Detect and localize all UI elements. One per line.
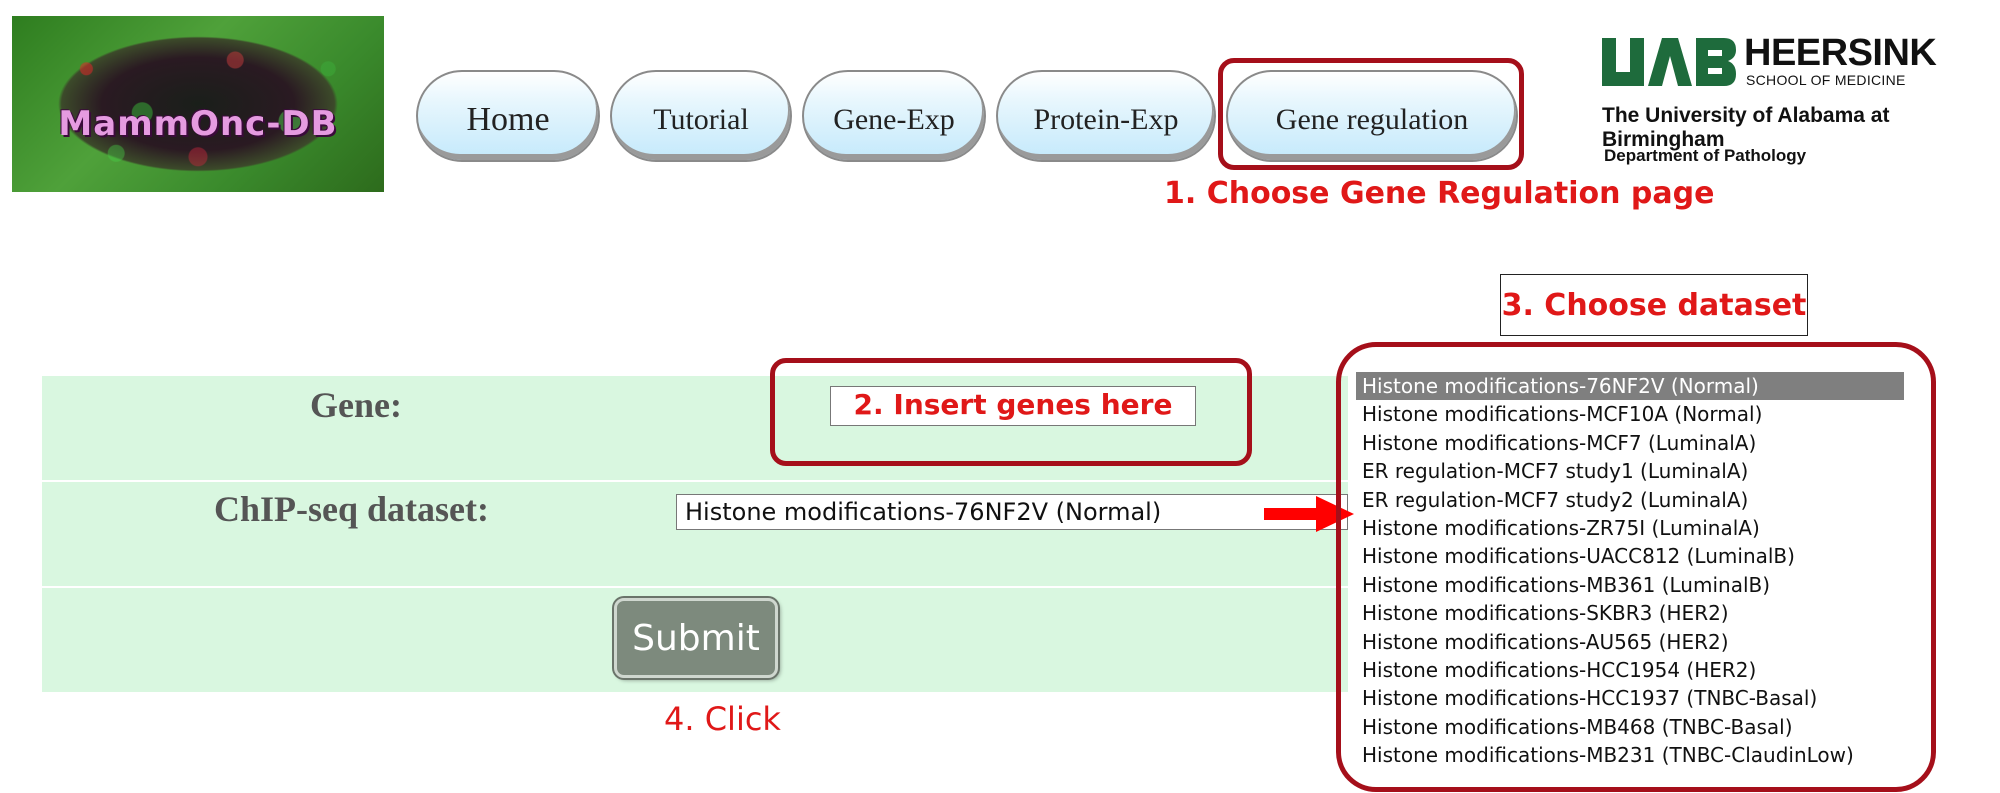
dataset-option[interactable]: Histone modifications-MB361 (LuminalB)	[1362, 572, 1771, 597]
gene-regulation-highlight	[1218, 58, 1524, 170]
heersink-title: HEERSINK	[1744, 32, 1937, 74]
nav-protein-exp-button[interactable]: Protein-Exp	[996, 70, 1216, 162]
mammonc-logo[interactable]: MammOnc-DB	[12, 16, 384, 192]
nav-home-label: Home	[466, 101, 550, 138]
step3-annotation: 3. Choose dataset	[1501, 287, 1807, 323]
dataset-option[interactable]: ER regulation-MCF7 study1 (LuminalA)	[1362, 459, 1749, 484]
department-name: Department of Pathology	[1604, 146, 1807, 165]
dataset-option[interactable]: Histone modifications-76NF2V (Normal)	[1356, 372, 1904, 401]
chip-dataset-select[interactable]: Histone modifications-76NF2V (Normal)	[676, 494, 1348, 530]
nav-tutorial-label: Tutorial	[653, 103, 749, 136]
nav-home-button[interactable]: Home	[416, 70, 600, 162]
dataset-option[interactable]: Histone modifications-ZR75I (LuminalA)	[1362, 515, 1760, 540]
dataset-option[interactable]: ER regulation-MCF7 study2 (LuminalA)	[1362, 487, 1749, 512]
submit-label: Submit	[632, 617, 760, 659]
step1-annotation: 1. Choose Gene Regulation page	[1164, 176, 1715, 211]
gene-input[interactable]: 2. Insert genes here	[830, 386, 1196, 426]
submit-button[interactable]: Submit	[614, 598, 778, 678]
dataset-option[interactable]: Histone modifications-SKBR3 (HER2)	[1362, 601, 1729, 626]
dataset-option[interactable]: Histone modifications-MB231 (TNBC-Claudi…	[1362, 743, 1854, 768]
dataset-option[interactable]: Histone modifications-HCC1954 (HER2)	[1362, 657, 1757, 682]
nav-gene-regulation-label: Gene regulation	[1275, 103, 1469, 136]
nav-tutorial-button[interactable]: Tutorial	[610, 70, 792, 162]
dataset-list-highlight	[1336, 342, 1936, 792]
step4-annotation: 4. Click	[664, 700, 781, 738]
cell-image-decoration	[23, 19, 373, 189]
nav-gene-exp-label: Gene-Exp	[833, 103, 955, 136]
dataset-option[interactable]: Histone modifications-MB468 (TNBC-Basal)	[1362, 714, 1793, 739]
dataset-option[interactable]: Histone modifications-MCF10A (Normal)	[1362, 402, 1763, 427]
step3-annotation-box: 3. Choose dataset	[1500, 274, 1808, 336]
arrow-right-icon	[1264, 496, 1354, 532]
selected-dataset-value: Histone modifications-76NF2V (Normal)	[685, 498, 1162, 526]
dataset-options-list[interactable]: Histone modifications-76NF2V (Normal) Hi…	[1356, 372, 1904, 769]
gene-label: Gene:	[310, 385, 402, 425]
gene-input-highlight	[770, 358, 1252, 466]
nav-gene-exp-button[interactable]: Gene-Exp	[802, 70, 986, 162]
school-of-medicine-label: SCHOOL OF MEDICINE	[1746, 72, 1906, 88]
dataset-option[interactable]: Histone modifications-HCC1937 (TNBC-Basa…	[1362, 686, 1818, 711]
dataset-option[interactable]: Histone modifications-MCF7 (LuminalA)	[1362, 430, 1757, 455]
chip-dataset-label: ChIP-seq dataset:	[214, 489, 489, 529]
dataset-option[interactable]: Histone modifications-AU565 (HER2)	[1362, 629, 1729, 654]
nav-gene-regulation-button[interactable]: Gene regulation	[1226, 70, 1518, 162]
dataset-option[interactable]: Histone modifications-UACC812 (LuminalB)	[1362, 544, 1795, 569]
logo-text: MammOnc-DB	[58, 104, 338, 144]
nav-protein-exp-label: Protein-Exp	[1033, 103, 1179, 136]
uab-logo-icon	[1602, 38, 1736, 86]
step2-annotation: 2. Insert genes here	[853, 388, 1173, 421]
university-name: The University of Alabama at Birmingham	[1602, 104, 1890, 151]
